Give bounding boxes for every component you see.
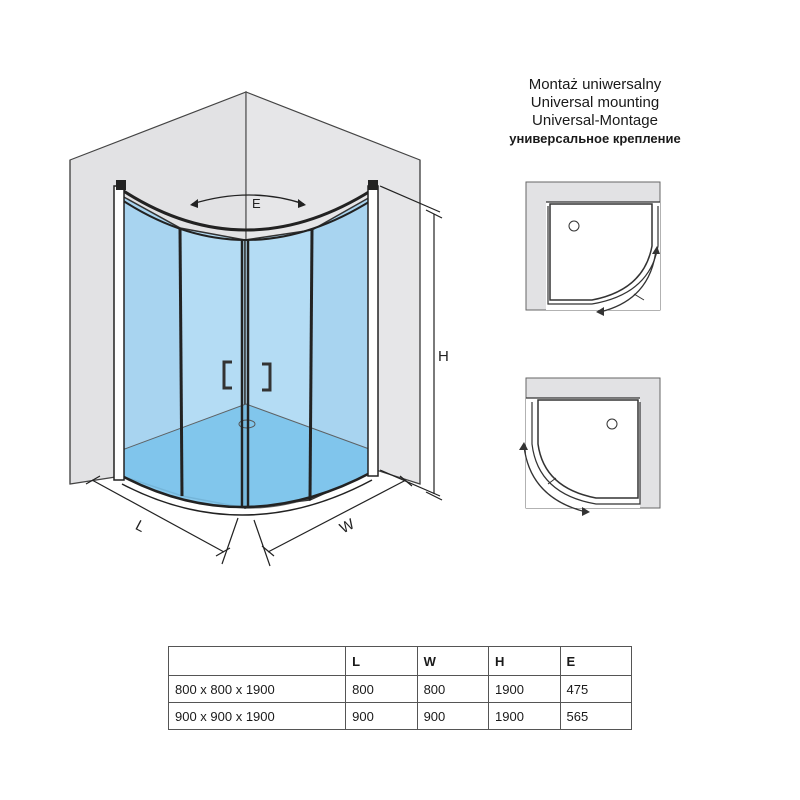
dimension-w (253, 475, 413, 567)
dimension-h (379, 185, 443, 501)
table-cell: 1900 (488, 702, 561, 730)
dimension-l (85, 475, 239, 565)
table-cell: 900 (345, 702, 418, 730)
table-header (167, 646, 347, 676)
label-h: H (438, 348, 449, 365)
caption-pl: Montaż uniwersalny (528, 76, 662, 93)
table-cell: 800 (345, 675, 418, 703)
caption-en: Universal mounting (530, 94, 660, 111)
top-rail (121, 188, 373, 232)
rotation-arrow-icon (523, 445, 587, 513)
bottom-rail (121, 470, 373, 509)
rotation-arrow-icon (599, 249, 657, 313)
drain-icon (568, 220, 580, 232)
table-cell: 800 x 800 x 1900 (167, 675, 347, 703)
table-cell: 565 (559, 702, 633, 730)
table-cell: 800 (416, 675, 490, 703)
table-header: H (488, 646, 561, 676)
table-row: 800 x 800 x 1900 800 800 1900 475 (167, 675, 633, 703)
table-header: L (345, 646, 418, 676)
table-cell: 1900 (488, 675, 561, 703)
drain-icon (606, 418, 618, 430)
label-e: E (252, 196, 261, 211)
table-row: 900 x 900 x 1900 900 900 1900 565 (167, 702, 633, 730)
table-header-row: L W H E (167, 646, 633, 676)
caption-de: Universal-Montage (532, 112, 658, 129)
table-cell: 475 (559, 675, 633, 703)
left-handle-icon (222, 360, 232, 390)
dimension-e-arrow (191, 194, 305, 205)
caption-ru: универсальное крепление (509, 131, 681, 146)
right-handle-icon (262, 362, 272, 392)
mounting-caption: Montaż uniwersalny Universal mounting Un… (470, 76, 720, 148)
table-header: W (416, 646, 490, 676)
mounting-diagram-bottom (519, 377, 661, 516)
dimension-table: L W H E 800 x 800 x 1900 800 800 1900 47… (167, 646, 633, 730)
mounting-diagram-top (525, 181, 661, 316)
table-header: E (559, 646, 633, 676)
table-cell: 900 (416, 702, 490, 730)
table-cell: 900 x 900 x 1900 (167, 702, 347, 730)
